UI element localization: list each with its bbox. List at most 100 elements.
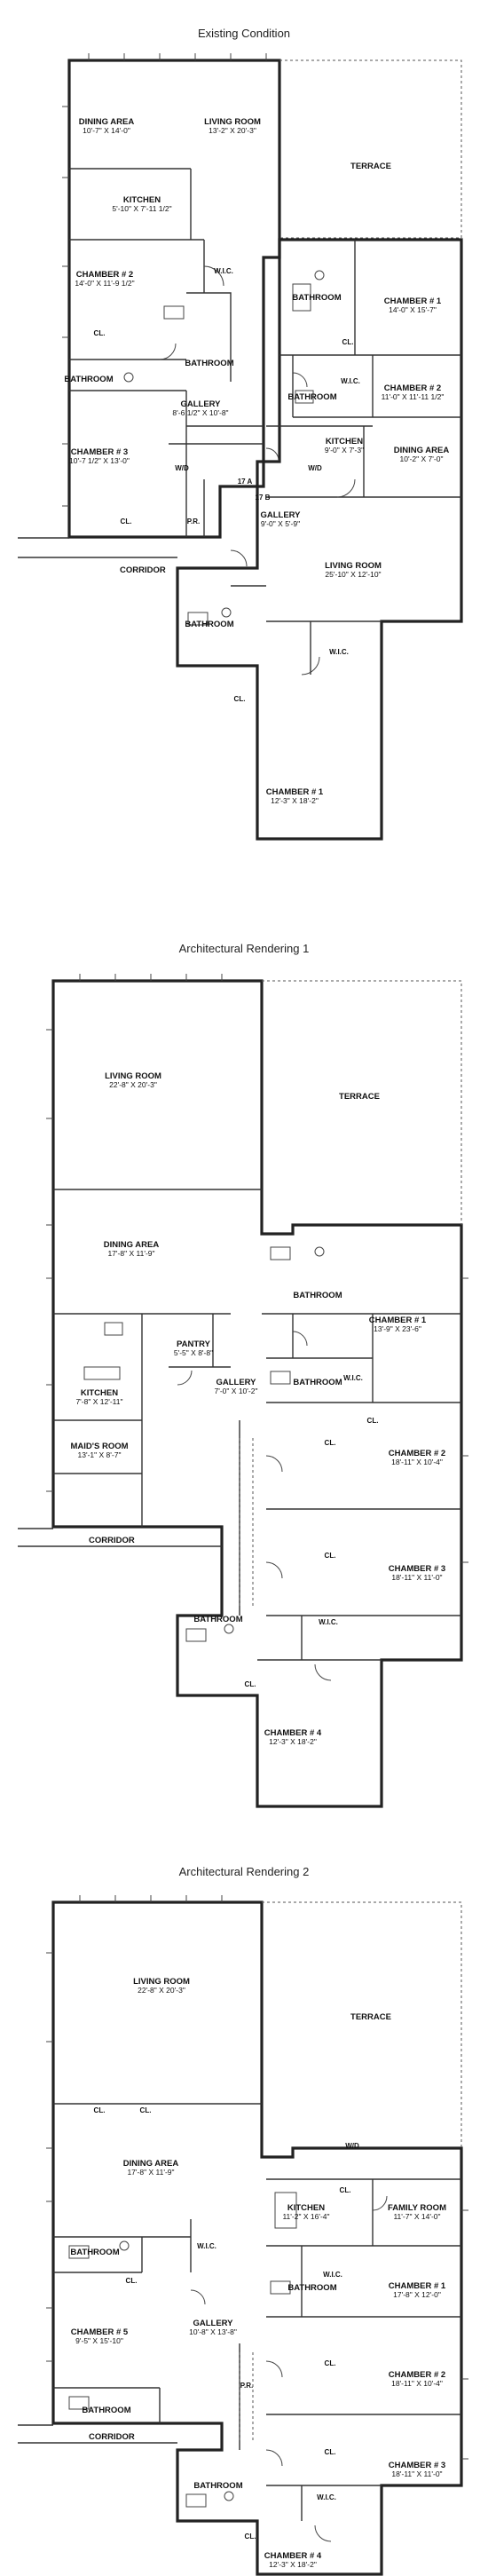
- room-dimensions: 17'-8" X 11'-9": [127, 2168, 174, 2177]
- room-dimensions: 18'-11" X 11'-0": [391, 1573, 442, 1582]
- room-dimensions: 22'-8" X 20'-3": [138, 1986, 185, 1995]
- room-dimensions: 12'-3" X 18'-2": [269, 2560, 317, 2569]
- bathtub-icon: [185, 2493, 207, 2508]
- corridor-label: CORRIDOR: [89, 1536, 135, 1545]
- room-name: CHAMBER # 2: [389, 1449, 445, 1458]
- room-name: BATHROOM: [293, 1378, 342, 1387]
- window-marks: [46, 1895, 468, 2460]
- sink-icon: [104, 1322, 123, 1336]
- room-name: CL.: [325, 1439, 336, 1447]
- room-name: CL.: [325, 2448, 336, 2456]
- room-name: DINING AREA: [79, 117, 135, 127]
- room-name: KITCHEN: [287, 2203, 325, 2213]
- counter-icon: [274, 2192, 297, 2229]
- toilet-icon: [224, 1624, 234, 1634]
- room-name: CL.: [245, 1680, 256, 1688]
- plan-title: Existing Condition: [198, 27, 290, 40]
- interior-walls: [53, 2103, 461, 2521]
- room-dimensions: 10'-7" X 14'-0": [83, 126, 130, 135]
- room-name: DINING AREA: [104, 1240, 160, 1250]
- room-name: LIVING ROOM: [325, 561, 382, 571]
- room-dimensions: 14'-0" X 11'-9 1/2": [75, 279, 134, 288]
- room-name: TERRACE: [339, 1092, 380, 1102]
- closet-rails: [239, 2352, 254, 2441]
- room-name: BATHROOM: [185, 359, 233, 368]
- room-dimensions: 7'-0" X 10'-2": [215, 1387, 258, 1395]
- door-swings: [159, 265, 356, 676]
- room-name: 17 A: [238, 478, 253, 486]
- bathtub-icon: [270, 1371, 291, 1385]
- room-dimensions: 5'-5" X 8'-8": [174, 1348, 213, 1357]
- room-name: BATHROOM: [287, 392, 336, 402]
- room-dimensions: 10'-2" X 7'-0": [400, 454, 444, 463]
- room-name: CL.: [340, 2186, 351, 2194]
- plan-architectural-rendering-1: Architectural Rendering 1 CORRIDOR LIVIN…: [18, 942, 468, 1808]
- bathtub-icon: [68, 2245, 90, 2259]
- room-name: P.R.: [240, 2382, 254, 2390]
- room-name: CL.: [94, 329, 106, 337]
- room-dimensions: 22'-8" X 20'-3": [109, 1080, 157, 1089]
- room-name: 17 B: [256, 494, 271, 502]
- room-name: BATHROOM: [193, 1615, 242, 1624]
- room-name: CL.: [367, 1417, 379, 1425]
- room-dimensions: 11'-0" X 11'-11 1/2": [382, 392, 445, 401]
- room-name: W.I.C.: [329, 648, 349, 656]
- bathtub-icon: [295, 390, 314, 404]
- room-name: BATHROOM: [64, 375, 113, 384]
- terrace-outline: [279, 59, 462, 239]
- room-name: W/D: [175, 464, 189, 472]
- bathtub-icon: [185, 1628, 207, 1642]
- room-name: CL.: [325, 2359, 336, 2367]
- room-dimensions: 18'-11" X 10'-4": [391, 1458, 443, 1466]
- plan-existing-condition: Existing Condition CORRIDOR DINING AREA1…: [18, 27, 463, 841]
- room-dimensions: 7'-8" X 12'-11": [75, 1397, 122, 1406]
- room-dimensions: 12'-3" X 18'-2": [269, 1737, 317, 1746]
- room-dimensions: 5'-10" X 7'-11 1/2": [112, 204, 171, 213]
- room-name: CL.: [234, 695, 246, 703]
- corridor-walls: [18, 537, 177, 558]
- window-marks: [46, 974, 468, 1563]
- room-name: BATHROOM: [293, 1291, 342, 1300]
- room-name: CL.: [140, 2106, 152, 2114]
- room-name: FAMILY ROOM: [388, 2203, 446, 2213]
- corridor-label: CORRIDOR: [120, 565, 166, 575]
- room-dimensions: 25'-10" X 12'-10": [325, 570, 381, 579]
- door-swings: [177, 1331, 332, 1681]
- wall-apartment-17b: [176, 238, 463, 841]
- room-name: P.R.: [187, 518, 201, 525]
- room-name: CHAMBER # 5: [71, 2327, 129, 2337]
- room-name: CHAMBER # 1: [369, 1316, 427, 1325]
- room-name: TERRACE: [350, 162, 391, 171]
- corridor-walls: [18, 1528, 222, 1547]
- room-name: LIVING ROOM: [133, 1977, 190, 1987]
- room-dimensions: 9'-0" X 5'-9": [261, 519, 300, 528]
- plan-title: Architectural Rendering 2: [179, 1865, 310, 1878]
- interior-walls: [53, 1189, 461, 1661]
- room-name: TERRACE: [350, 2012, 391, 2022]
- room-name: KITCHEN: [326, 437, 363, 446]
- interior-walls-17a: [69, 168, 264, 537]
- wall-apartment-combined: [51, 1900, 463, 2576]
- room-name: CL.: [121, 518, 132, 525]
- room-dimensions: 10'-7 1/2" X 13'-0": [69, 456, 130, 465]
- room-name: BATHROOM: [292, 293, 341, 303]
- corridor-walls: [18, 2424, 177, 2444]
- toilet-icon: [119, 2240, 130, 2251]
- toilet-icon: [221, 607, 232, 618]
- room-name: CHAMBER # 4: [264, 1728, 322, 1738]
- room-dimensions: 18'-11" X 11'-0": [391, 2469, 442, 2478]
- room-name: CHAMBER # 2: [384, 383, 441, 393]
- room-name: LIVING ROOM: [204, 117, 261, 127]
- room-name: W.I.C.: [343, 1374, 363, 1382]
- plan-title: Architectural Rendering 1: [179, 942, 310, 955]
- room-dimensions: 17'-8" X 12'-0": [393, 2290, 441, 2299]
- room-name: GALLERY: [193, 2319, 233, 2328]
- room-name: W.I.C.: [319, 1618, 338, 1626]
- room-name: CL.: [325, 1552, 336, 1560]
- room-name: CHAMBER # 2: [389, 2370, 445, 2380]
- wall-apartment-combined: [51, 979, 463, 1808]
- room-name: CHAMBER # 4: [264, 2551, 322, 2561]
